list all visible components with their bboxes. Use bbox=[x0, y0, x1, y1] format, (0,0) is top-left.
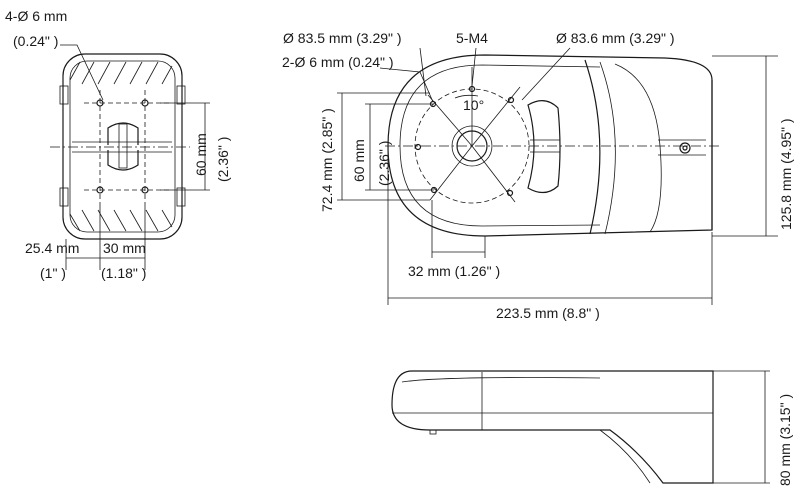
back-hole-label-inch: (0.24" ) bbox=[13, 33, 58, 49]
top-arm-inner bbox=[399, 64, 601, 227]
top-arm-outline bbox=[387, 54, 713, 237]
back-hole bbox=[141, 186, 149, 194]
back-view: 4-Ø 6 mm (0.24" ) 60 mm (2.36" ) 25.4 mm… bbox=[5, 8, 231, 281]
top-neck-front bbox=[584, 59, 601, 235]
top-screw-center bbox=[682, 145, 688, 151]
top-screws-label: 5-M4 bbox=[456, 30, 488, 46]
top-offset-label: 32 mm (1.26" ) bbox=[408, 263, 500, 279]
back-vdim-label: 60 mm bbox=[193, 133, 209, 176]
back-bottom-right-label-inch: (1.18" ) bbox=[101, 265, 146, 281]
top-neck-back bbox=[614, 63, 662, 233]
top-dia-right-label: Ø 83.6 mm (3.29" ) bbox=[556, 30, 675, 46]
top-dia-right-leader bbox=[521, 47, 571, 101]
top-total-height-label: 125.8 mm (4.95" ) bbox=[778, 118, 794, 230]
side-height-label: 80 mm (3.15" ) bbox=[777, 394, 793, 486]
back-hole-label: 4-Ø 6 mm bbox=[5, 8, 67, 24]
back-plate-inner bbox=[69, 60, 176, 233]
side-arm-top-edge bbox=[401, 377, 601, 383]
top-height-outer-label: 72.4 mm (2.85" ) bbox=[319, 108, 335, 212]
back-hole bbox=[96, 186, 104, 194]
back-left-tab-bottom bbox=[59, 187, 69, 207]
top-knob-grip bbox=[530, 139, 560, 153]
top-screws-leader bbox=[471, 47, 477, 87]
top-m4-hole bbox=[506, 189, 514, 197]
back-center-boss bbox=[107, 122, 139, 145]
back-center-post bbox=[118, 123, 128, 169]
back-vdim-label-inch: (2.36" ) bbox=[215, 137, 231, 182]
top-locking-knob bbox=[527, 100, 561, 194]
back-right-tab-top bbox=[176, 85, 186, 105]
top-height-inner-label-inch: (2.36" ) bbox=[376, 141, 392, 186]
top-holes-label: 2-Ø 6 mm (0.24" ) bbox=[282, 54, 394, 70]
back-hole bbox=[96, 99, 104, 107]
back-bottom-left-label: 25.4 mm bbox=[25, 240, 79, 256]
top-angle-arc bbox=[454, 94, 479, 99]
top-view: 10° Ø 83.5 mm (3.29" ) 2-Ø 6 mm (0.24" )… bbox=[282, 30, 794, 321]
back-plate-ribs bbox=[69, 61, 173, 232]
top-dia-left-label: Ø 83.5 mm (3.29" ) bbox=[283, 30, 402, 46]
top-radial-lines bbox=[427, 67, 521, 203]
back-right-tab-bottom bbox=[176, 187, 186, 207]
side-arm-outline bbox=[391, 370, 714, 484]
back-left-tab-top bbox=[59, 85, 69, 105]
top-6mm-hole bbox=[414, 143, 422, 151]
top-m4-hole bbox=[507, 96, 515, 104]
back-hole-leader bbox=[60, 44, 104, 101]
top-holes-leader bbox=[379, 67, 434, 103]
top-dia-left-leader bbox=[419, 47, 427, 97]
back-bottom-left-label-inch: (1" ) bbox=[40, 265, 66, 281]
top-length-label: 223.5 mm (8.8" ) bbox=[496, 305, 600, 321]
top-screw bbox=[679, 142, 691, 154]
back-bottom-right-label: 30 mm bbox=[103, 240, 146, 256]
side-arm-tab bbox=[429, 429, 437, 435]
top-neck-inner bbox=[599, 61, 616, 235]
top-angle-label: 10° bbox=[463, 97, 484, 113]
side-arm-brace bbox=[599, 429, 651, 484]
back-hole bbox=[141, 99, 149, 107]
side-view: 80 mm (3.15" ) bbox=[391, 370, 793, 486]
top-height-inner-label: 60 mm bbox=[351, 139, 367, 182]
back-plate-outline bbox=[62, 53, 183, 240]
top-m4-hole bbox=[468, 85, 476, 93]
back-center-boss-lower bbox=[107, 150, 139, 171]
